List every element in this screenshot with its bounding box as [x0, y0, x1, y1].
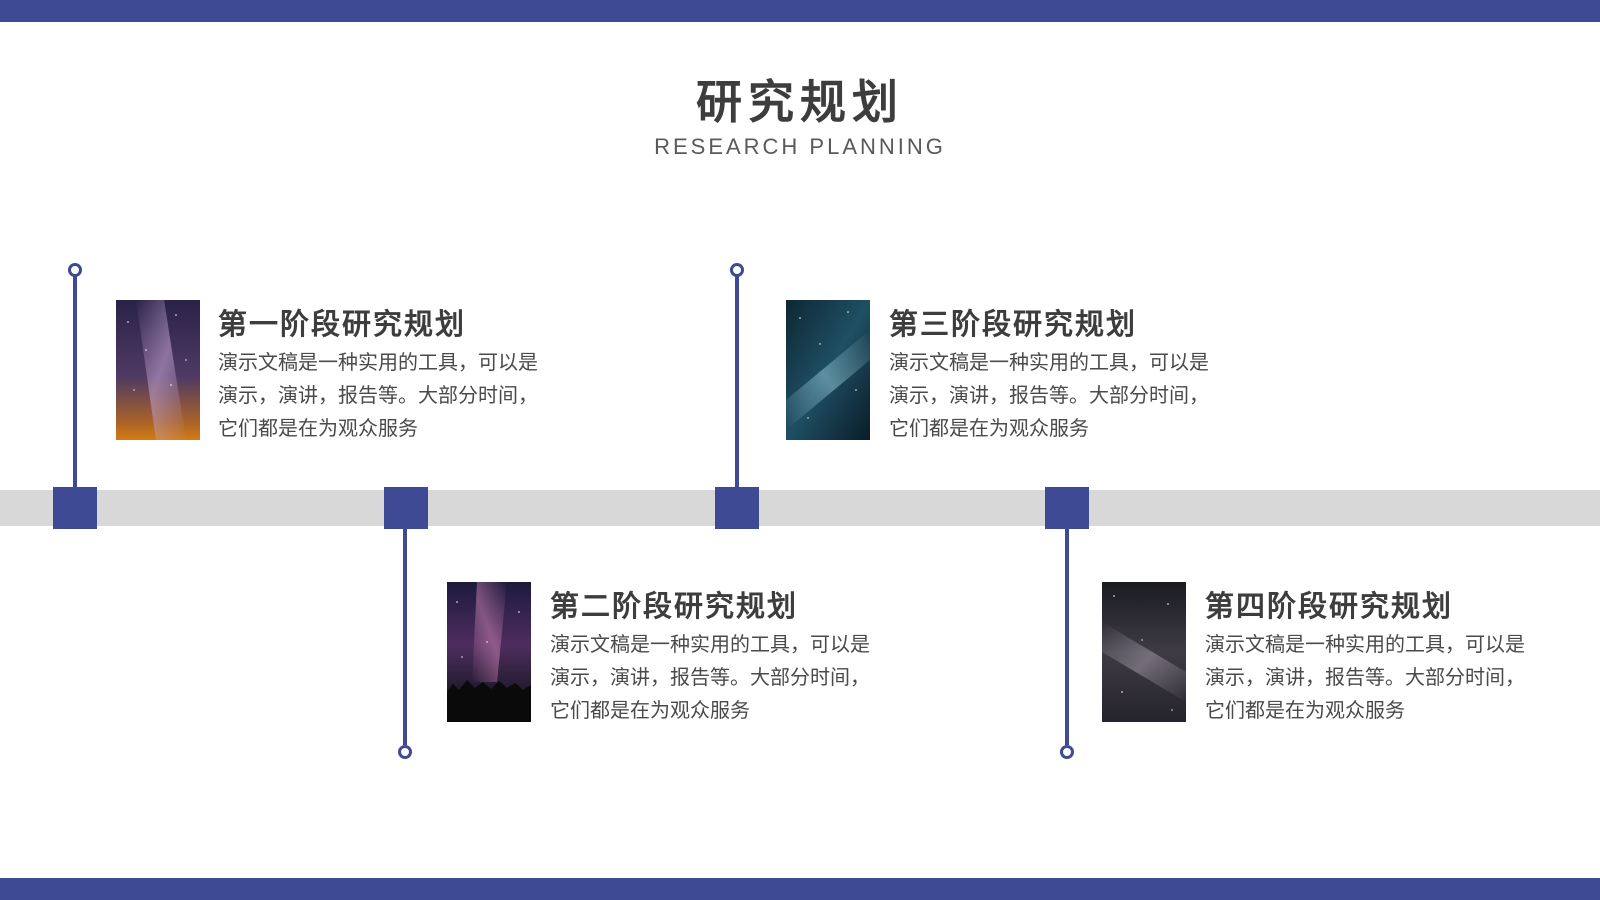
stage-2-node [384, 487, 428, 529]
stage-1-text: 演示文稿是一种实用的工具，可以是演示，演讲，报告等。大部分时间，它们都是在为观众… [218, 350, 538, 440]
stage-2-stem [403, 529, 407, 745]
stage-3-text: 演示文稿是一种实用的工具，可以是演示，演讲，报告等。大部分时间，它们都是在为观众… [889, 350, 1209, 440]
stage-3-image [786, 300, 870, 440]
stage-4-stem [1065, 529, 1069, 745]
stage-3-node [715, 487, 759, 529]
stage-2-text: 演示文稿是一种实用的工具，可以是演示，演讲，报告等。大部分时间，它们都是在为观众… [550, 632, 870, 722]
stage-4-image [1102, 582, 1186, 722]
stage-2-image [447, 582, 531, 722]
page-subtitle: RESEARCH PLANNING [654, 134, 946, 159]
top-accent-band [0, 0, 1600, 22]
stage-4-node [1045, 487, 1089, 529]
stage-3-stem [735, 272, 739, 488]
stage-1-title: 第一阶段研究规划 [218, 307, 467, 341]
stage-4-stem-dot [1060, 745, 1074, 759]
stage-1-stem-dot [68, 263, 82, 277]
timeline-bar [0, 490, 1600, 526]
stage-3-stem-dot [730, 263, 744, 277]
stage-4-title: 第四阶段研究规划 [1205, 589, 1454, 623]
stage-1-node [53, 487, 97, 529]
stage-2-stem-dot [398, 745, 412, 759]
stage-1-image [116, 300, 200, 440]
stage-3-title: 第三阶段研究规划 [889, 307, 1138, 341]
stage-2-title: 第二阶段研究规划 [550, 589, 799, 623]
bottom-accent-band [0, 878, 1600, 900]
page-title: 研究规划 [696, 75, 904, 129]
stage-4-text: 演示文稿是一种实用的工具，可以是演示，演讲，报告等。大部分时间，它们都是在为观众… [1205, 632, 1525, 722]
stage-1-stem [73, 272, 77, 488]
